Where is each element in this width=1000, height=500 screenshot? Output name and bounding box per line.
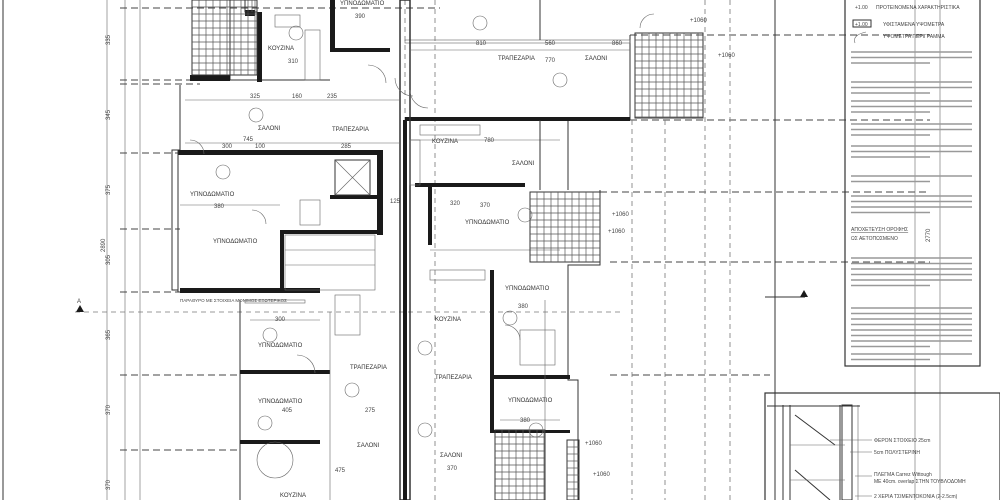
legend-label: ΥΦΙΣΤΑΜΕΝΑ ΥΨΟΜΕΤΡΑ — [883, 22, 945, 28]
balcony-tiles — [244, 0, 258, 13]
detail-label: ΦΕΡΟΝ ΣΤΟΙΧΕΙΟ 25cm — [874, 438, 930, 444]
dim-label: 375 — [106, 184, 112, 195]
room-label-kitchen: ΚΟΥΖΙΝΑ — [268, 46, 294, 52]
elevation-label: +1060 — [612, 212, 630, 218]
detail-label: 5cm ΠΟΛΥΣΤΕΡΙΝΗ — [874, 450, 920, 456]
dim-label: 310 — [288, 59, 299, 65]
dim-label: 300 — [222, 144, 233, 150]
dim-label: 560 — [545, 41, 556, 47]
balcony-tiles — [566, 439, 580, 500]
room-label-bedroom: ΥΠΝΟΔΩΜΑΤΙΟ — [190, 192, 235, 198]
dim-label: 345 — [106, 109, 112, 120]
elevation-tags: +1060 +1060 +1060 +1060 +1060 +1060 — [585, 18, 736, 478]
dim-label: 380 — [518, 304, 529, 310]
room-label-dining: ΤΡΑΠΕΖΑΡΙΑ — [498, 56, 535, 62]
legend-heading: ΑΠΟΧΕΤΕΥΣΗ ΟΡΟΦΗΣ — [851, 227, 908, 233]
overall-dimension: 2890 — [101, 238, 107, 252]
dim-label: 370 — [480, 203, 491, 209]
dim-label: 370 — [447, 466, 458, 472]
detail-label: ΠΛΕΓΜΑ Carrez Wittough — [874, 472, 932, 478]
dim-label: 305 — [106, 254, 112, 265]
overall-dimension: 2770 — [926, 228, 932, 242]
legend-notes-text-block — [851, 51, 972, 361]
dim-label: 285 — [341, 144, 352, 150]
dim-label: 320 — [450, 201, 461, 207]
elevation-label: +1060 — [593, 472, 611, 478]
detail-label: 2 ΧΕΡΙΑ ΤΣΙΜΕΝΤΟΚΟΝΙΑ (2-2.5cm) — [874, 494, 958, 500]
room-label-bedroom: ΥΠΝΟΔΩΜΑΤΙΟ — [505, 286, 550, 292]
dim-label: 380 — [520, 418, 531, 424]
room-label-bedroom: ΥΠΝΟΔΩΜΑΤΙΟ — [213, 239, 258, 245]
balcony-tiles — [191, 0, 258, 76]
dim-label: 380 — [214, 204, 225, 210]
dim-label: 325 — [250, 94, 261, 100]
room-label-kitchen: ΚΟΥΖΙΝΑ — [280, 493, 306, 499]
elevation-label: +1060 — [690, 18, 708, 24]
room-label-dining: ΤΡΑΠΕΖΑΡΙΑ — [435, 375, 472, 381]
room-label-living-room: ΣΑΛΟΝΙ — [357, 443, 380, 449]
dimension-labels: 310 390 325 160 235 745 300 100 285 380 … — [214, 14, 623, 474]
room-label-living-room: ΣΑΛΟΝΙ — [512, 161, 535, 167]
legend-panel: +1.00 ΠΡΟΤΕΙΝΟΜΕΝΑ ΧΑΡΑΚΤΗΡΙΣΤΙΚΑ +1.00 … — [844, 0, 981, 367]
balcony-tiles — [494, 429, 546, 500]
door-swings — [189, 13, 655, 479]
room-label-living-room: ΣΑΛΟΝΙ — [258, 126, 281, 132]
left-dimension-lines — [106, 0, 141, 500]
legend-label: ΥΨΟΜΕΤΡΑ ΠΕΡΙΓΡΑΜΜΑ — [883, 34, 945, 40]
legend-symbol: +1.00 — [855, 22, 868, 28]
room-labels: ΚΟΥΖΙΝΑ ΥΠΝΟΔΩΜΑΤΙΟ ΣΑΛΟΝΙ ΤΡΑΠΕΖΑΡΙΑ ΥΠ… — [190, 1, 608, 499]
room-label-bedroom: ΥΠΝΟΔΩΜΑΤΙΟ — [465, 220, 510, 226]
section-marker-left: Α — [76, 299, 84, 312]
grid-lines — [75, 0, 941, 500]
building-outline — [171, 0, 631, 500]
room-label-kitchen: ΚΟΥΖΙΝΑ — [435, 317, 461, 323]
dim-label: 125 — [390, 199, 401, 205]
dim-label: 405 — [282, 408, 293, 414]
dim-label: 160 — [292, 94, 303, 100]
dim-label: 100 — [255, 144, 266, 150]
balcony-tiles — [529, 191, 601, 263]
dim-label: 770 — [545, 58, 556, 64]
room-label-bedroom: ΥΠΝΟΔΩΜΑΤΙΟ — [508, 398, 553, 404]
dim-label: 235 — [327, 94, 338, 100]
legend-symbol: +1.00 — [855, 5, 868, 11]
room-label-dining: ΤΡΑΠΕΖΑΡΙΑ — [350, 365, 387, 371]
section-label: Α — [77, 299, 81, 305]
elevation-label: +1060 — [585, 441, 603, 447]
room-label-dining: ΤΡΑΠΕΖΑΡΙΑ — [332, 127, 369, 133]
left-dimension-labels: 335 345 375 305 365 370 370 2890 2770 — [101, 34, 932, 490]
dim-label: 810 — [476, 41, 487, 47]
dim-label: 370 — [106, 479, 112, 490]
section-marker-right — [765, 290, 808, 298]
room-label-bedroom: ΥΠΝΟΔΩΜΑΤΙΟ — [258, 343, 303, 349]
dim-label: 745 — [243, 137, 254, 143]
balconies — [191, 0, 704, 500]
legend-subheading: ΩΣ ΑΕΤΟΠΩΣΜΕΝΟ — [851, 236, 898, 242]
legend-label: ΠΡΟΤΕΙΝΟΜΕΝΑ ΧΑΡΑΚΤΗΡΙΣΤΙΚΑ — [876, 5, 960, 11]
window-note: ΠΑΡΑΘΥΡΟ ΜΕ ΣΤΟΙΧΕΙΑ ΜΟΝΙΜΟΣ ΕΞΩΤΕΡΙΚΟΣ — [180, 298, 287, 303]
dim-label: 300 — [275, 317, 286, 323]
room-label-living-room: ΣΑΛΟΝΙ — [585, 56, 608, 62]
fixtures — [215, 14, 568, 438]
contour-symbol-icon — [854, 31, 867, 44]
room-label-bedroom: ΥΠΝΟΔΩΜΑΤΙΟ — [340, 1, 385, 7]
elevation-label: +1060 — [718, 53, 736, 59]
dim-label: 275 — [365, 408, 376, 414]
room-label-bedroom: ΥΠΝΟΔΩΜΑΤΙΟ — [258, 399, 303, 405]
dim-label: 370 — [106, 404, 112, 415]
dim-label: 780 — [484, 138, 495, 144]
balcony-tiles — [634, 32, 704, 119]
dim-label: 365 — [106, 329, 112, 340]
dim-label: 475 — [335, 468, 346, 474]
dim-label: 390 — [355, 14, 366, 20]
detail-label: ΜΕ 40cm. overlap ΣΤΗΝ ΤΟΥΒΛΟΔΟΜΗ — [874, 479, 966, 485]
wall-detail: ΦΕΡΟΝ ΣΤΟΙΧΕΙΟ 25cm 5cm ΠΟΛΥΣΤΕΡΙΝΗ ΠΛΕΓ… — [764, 392, 1000, 500]
dim-label: 860 — [612, 41, 623, 47]
room-label-kitchen: ΚΟΥΖΙΝΑ — [432, 139, 458, 145]
room-label-living-room: ΣΑΛΟΝΙ — [440, 453, 463, 459]
dim-label: 335 — [106, 34, 112, 45]
elevation-label: +1060 — [608, 229, 626, 235]
